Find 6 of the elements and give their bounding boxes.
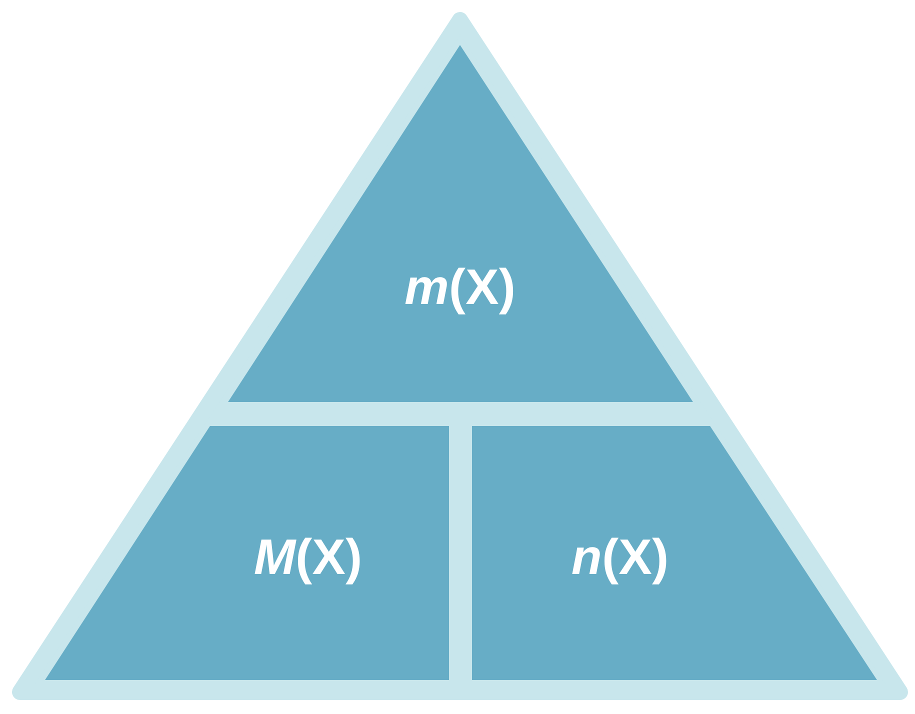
triangle-section (228, 45, 693, 402)
trapezoid-section (45, 426, 449, 680)
formula-label: m(X) (404, 262, 516, 312)
formula-label: n(X) (571, 532, 669, 582)
trapezoid-section (472, 426, 877, 680)
formula-label: M(X) (254, 532, 362, 582)
